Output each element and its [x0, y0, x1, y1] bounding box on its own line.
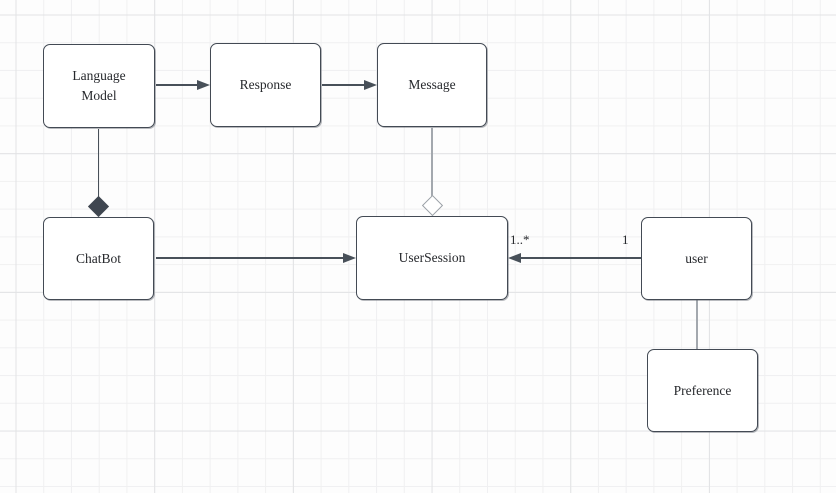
node-chatbot-label: ChatBot: [75, 250, 121, 266]
node-preference[interactable]: Preference: [647, 349, 758, 432]
node-user[interactable]: user: [641, 217, 752, 300]
edge-languagemodel-chatbot-line[interactable]: [97, 129, 100, 200]
node-message[interactable]: Message: [377, 43, 487, 127]
edge-response-message-line[interactable]: [322, 84, 365, 86]
arrowhead-right-icon: [364, 80, 377, 90]
arrowhead-right-icon: [343, 253, 356, 263]
edge-label-source-multiplicity: 1: [622, 232, 629, 247]
edge-chatbot-usersession-line[interactable]: [156, 257, 344, 259]
composition-diamond-icon: [87, 195, 110, 218]
node-usersession[interactable]: UserSession: [356, 216, 508, 300]
node-language-model[interactable]: Language Model: [43, 44, 155, 128]
edge-user-usersession-line[interactable]: [520, 257, 641, 259]
arrowhead-left-icon: [508, 253, 521, 263]
aggregation-diamond-icon: [421, 194, 443, 217]
node-message-label: Message: [408, 77, 456, 92]
node-response[interactable]: Response: [210, 43, 321, 127]
node-chatbot[interactable]: ChatBot: [43, 217, 154, 300]
edge-message-usersession-line[interactable]: [430, 128, 433, 197]
node-preference-label: Preference: [673, 382, 732, 398]
arrowhead-right-icon: [197, 80, 210, 90]
edge-label-target-multiplicity: 1..*: [510, 232, 530, 247]
edge-user-preference-line[interactable]: [695, 300, 698, 349]
edge-languagemodel-response-line[interactable]: [156, 84, 198, 86]
node-response-label: Response: [239, 77, 292, 92]
node-language-model-label: Language Model: [72, 68, 126, 103]
node-user-label: user: [685, 250, 708, 266]
node-usersession-label: UserSession: [398, 250, 466, 265]
